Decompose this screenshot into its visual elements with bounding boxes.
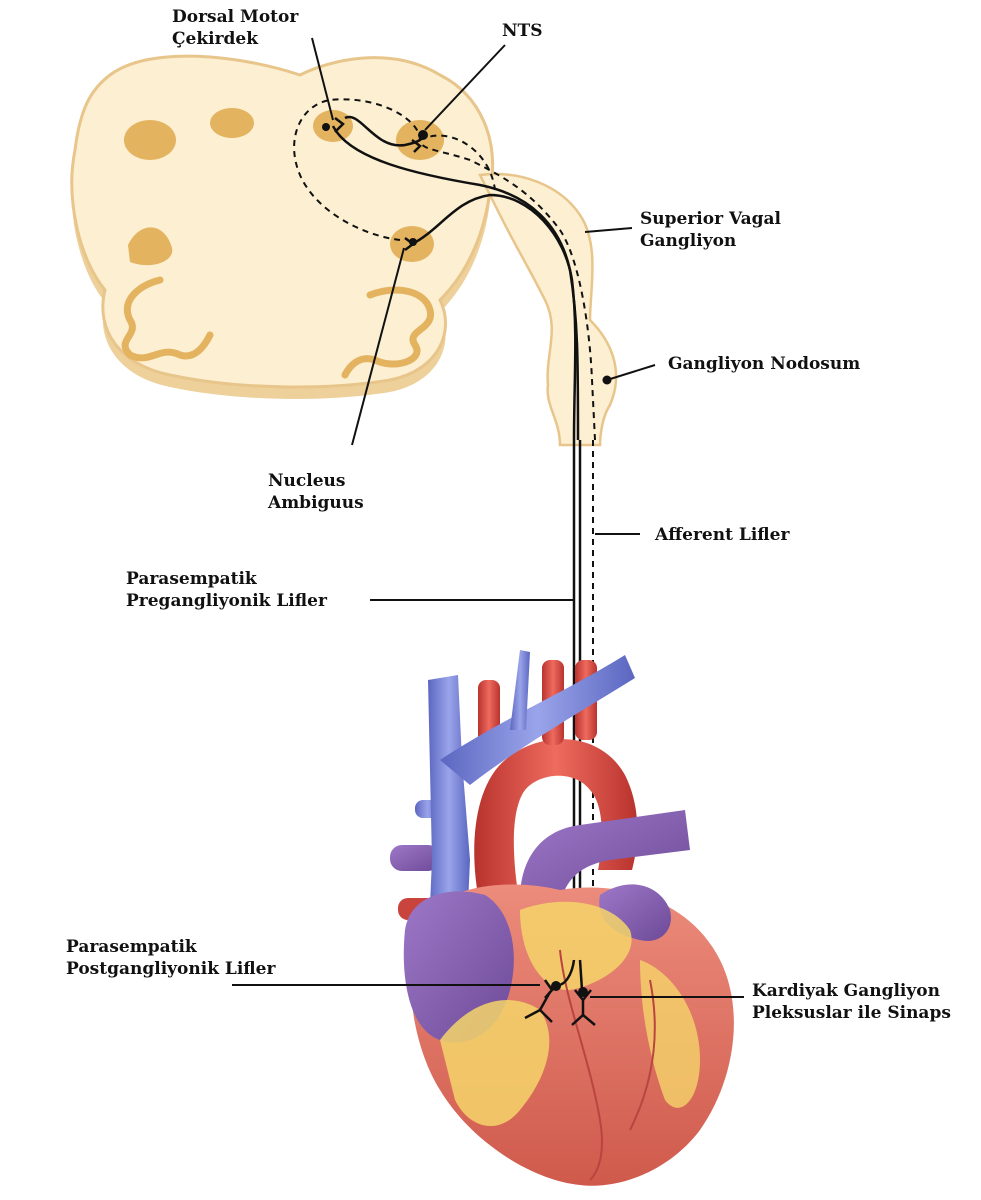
label-nucleus-ambiguus-line2: Ambiguus — [268, 492, 364, 514]
label-ganglion-nodosum: Gangliyon Nodosum — [668, 353, 860, 375]
label-preganglionic-line2: Pregangliyonik Lifler — [126, 590, 327, 612]
label-afferent: Afferent Lifler — [655, 524, 789, 546]
label-postganglionic: Parasempatik Postgangliyonik Lifler — [66, 936, 275, 980]
label-nts-text: NTS — [502, 20, 542, 42]
label-postganglionic-line1: Parasempatik — [66, 936, 275, 958]
label-dorsal-motor: Dorsal Motor Çekirdek — [172, 6, 298, 50]
nts-synapse-dot — [418, 130, 428, 140]
label-cardiac: Kardiyak Gangliyon Pleksuslar ile Sinaps — [752, 980, 951, 1024]
dorsal-synapse-dot — [322, 123, 330, 131]
nucleus-blob-mid-top — [210, 108, 254, 138]
label-dorsal-motor-line1: Dorsal Motor — [172, 6, 298, 28]
ambiguus-synapse-dot — [409, 238, 417, 246]
label-afferent-text: Afferent Lifler — [655, 524, 789, 546]
label-postganglionic-line2: Postgangliyonik Lifler — [66, 958, 275, 980]
heart — [390, 650, 734, 1186]
label-cardiac-line2: Pleksuslar ile Sinaps — [752, 1002, 951, 1024]
label-nucleus-ambiguus: Nucleus Ambiguus — [268, 470, 364, 514]
label-superior-vagal: Superior Vagal Gangliyon — [640, 208, 781, 252]
label-preganglionic-line1: Parasempatik — [126, 568, 327, 590]
label-nucleus-ambiguus-line1: Nucleus — [268, 470, 364, 492]
label-superior-vagal-line2: Gangliyon — [640, 230, 781, 252]
label-superior-vagal-line1: Superior Vagal — [640, 208, 781, 230]
label-dorsal-motor-line2: Çekirdek — [172, 28, 298, 50]
nucleus-blob-left-top — [124, 120, 176, 160]
leader-superior-vagal — [585, 228, 632, 232]
label-ganglion-nodosum-text: Gangliyon Nodosum — [668, 353, 860, 375]
label-preganglionic: Parasempatik Pregangliyonik Lifler — [126, 568, 327, 612]
superior-vena-cava — [428, 675, 470, 905]
label-cardiac-line1: Kardiyak Gangliyon — [752, 980, 951, 1002]
brainstem-section — [72, 56, 616, 445]
brainstem-outline — [72, 56, 493, 387]
label-nts: NTS — [502, 20, 542, 42]
